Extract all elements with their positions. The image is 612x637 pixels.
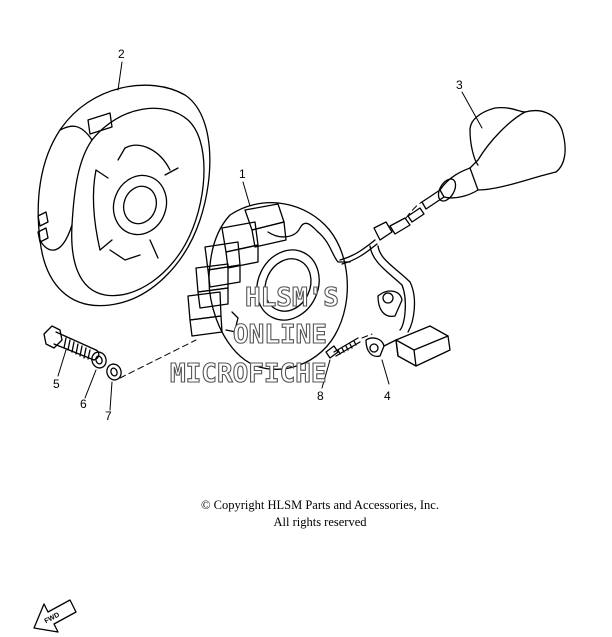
wire-harness <box>339 207 425 333</box>
watermark-line-1: HLSM'S <box>245 283 339 313</box>
washer-part-7 <box>106 363 122 381</box>
stator-part <box>187 202 351 370</box>
watermark-line-3: MICROFICHE <box>170 359 327 389</box>
part-number-8: 8 <box>317 389 324 403</box>
part-number-1: 1 <box>239 167 246 181</box>
bolt-part <box>43 325 100 361</box>
rights-line: All rights reserved <box>273 515 367 529</box>
part-number-5: 5 <box>53 377 60 391</box>
watermark-line-2: ONLINE <box>233 320 327 350</box>
part-number-7: 7 <box>105 409 112 423</box>
pickup-coil-part <box>365 290 451 367</box>
part-number-2: 2 <box>118 47 125 61</box>
grommet-part <box>421 106 566 210</box>
assembly-lines <box>119 201 423 379</box>
part-number-6: 6 <box>80 397 87 411</box>
part-number-4: 4 <box>384 389 391 403</box>
copyright-line: © Copyright HLSM Parts and Accessories, … <box>201 498 439 512</box>
fwd-arrow-icon <box>33 599 77 633</box>
screw-part <box>325 337 361 359</box>
rotor-part <box>37 84 211 307</box>
part-number-3: 3 <box>456 78 463 92</box>
washer-part-6 <box>91 351 107 369</box>
callout-leaders <box>57 61 483 411</box>
